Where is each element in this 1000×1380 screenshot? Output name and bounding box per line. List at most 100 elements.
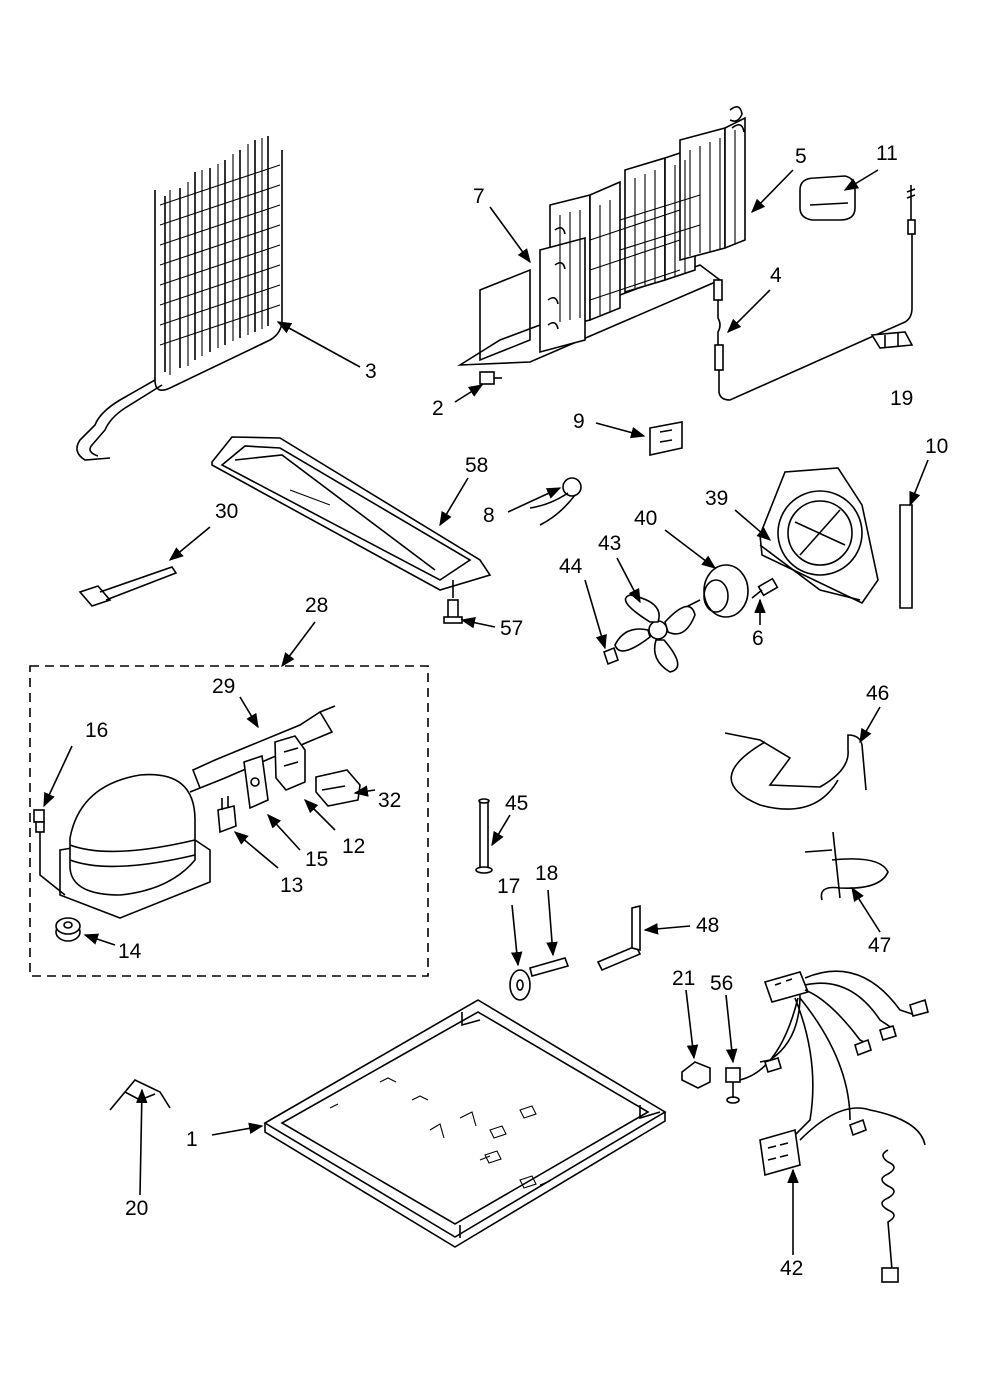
bolt-part-16 (33, 809, 45, 833)
grommet-part-14 (55, 917, 81, 942)
screw-part-2 (479, 371, 502, 385)
leader-17 (510, 904, 523, 967)
leader-46 (859, 706, 881, 744)
retainer-part-44 (603, 646, 619, 666)
label-20: 20 (125, 1197, 148, 1220)
label-12: 12 (342, 835, 365, 858)
condenser-coil-part (76, 136, 283, 461)
leader-30 (168, 526, 211, 561)
tubing-part-46 (724, 732, 867, 810)
leader-29 (239, 696, 259, 729)
clip-part-19 (870, 331, 914, 349)
seal-strip-part-10 (899, 504, 913, 609)
leader-1 (211, 1122, 264, 1136)
fan-blade-part-43 (614, 594, 696, 673)
leader-43 (616, 557, 641, 604)
label-18: 18 (535, 862, 558, 885)
label-42: 42 (780, 1257, 803, 1280)
roller-part-17 (509, 969, 531, 1001)
leader-2 (454, 384, 484, 403)
label-39: 39 (705, 487, 728, 510)
clip-part-20 (109, 1079, 171, 1111)
leader-8 (507, 487, 562, 513)
label-43: 43 (598, 532, 621, 555)
defrost-heater-part-4 (713, 185, 916, 401)
screw-part-6 (751, 577, 779, 599)
terminal-part-13 (217, 796, 237, 834)
leader-48 (643, 923, 691, 935)
base-frame-part-1 (263, 999, 667, 1248)
relay-part-15 (243, 754, 269, 810)
leader-11 (843, 169, 879, 191)
label-19: 19 (890, 387, 913, 410)
label-46: 46 (866, 682, 889, 705)
compressor-part (39, 773, 211, 919)
fan-motor-part-40 (687, 564, 749, 618)
leader-40 (664, 529, 717, 569)
overload-part-12 (274, 735, 306, 791)
sensor-part-8 (529, 477, 582, 526)
label-30: 30 (215, 500, 238, 523)
cable-tie-part-30 (78, 566, 178, 607)
label-15: 15 (305, 848, 328, 871)
leader-28 (281, 621, 316, 668)
label-16: 16 (85, 719, 108, 742)
drain-pan-part-58 (211, 436, 492, 591)
leader-20 (135, 1088, 148, 1196)
leader-21 (685, 989, 699, 1060)
tubing-part-47 (804, 831, 889, 901)
leader-13 (233, 831, 279, 869)
compressor-kit-group-28 (29, 665, 429, 977)
leader-12 (303, 798, 336, 831)
label-48: 48 (696, 914, 719, 937)
label-1: 1 (186, 1128, 198, 1151)
tube-part-48 (596, 904, 642, 972)
leader-45 (491, 814, 511, 847)
leader-47 (851, 886, 881, 933)
screw-part-56 (725, 1067, 741, 1104)
label-45: 45 (505, 792, 528, 815)
label-13: 13 (280, 874, 303, 897)
label-56: 56 (710, 972, 733, 995)
leader-16 (43, 745, 73, 808)
fan-shroud-part-39 (759, 467, 879, 605)
label-29: 29 (212, 675, 235, 698)
leader-3 (276, 321, 361, 368)
label-17: 17 (497, 875, 520, 898)
leader-5 (750, 169, 794, 214)
label-11: 11 (876, 142, 898, 165)
wire-harness-part-42 (739, 970, 929, 1283)
label-57: 57 (500, 617, 523, 640)
leader-7 (489, 206, 531, 264)
label-7: 7 (473, 185, 485, 208)
label-9: 9 (573, 410, 585, 433)
label-47: 47 (868, 934, 891, 957)
evaporator-part (457, 106, 746, 366)
label-3: 3 (365, 360, 377, 383)
bracket-part-9 (649, 421, 683, 456)
leader-10 (909, 459, 929, 507)
label-10: 10 (925, 435, 948, 458)
leader-44 (584, 579, 607, 650)
label-44: 44 (559, 555, 583, 578)
label-14: 14 (118, 940, 142, 963)
label-5: 5 (795, 145, 807, 168)
label-28: 28 (305, 594, 328, 617)
label-8: 8 (483, 504, 495, 527)
leader-4 (726, 289, 771, 334)
relay-cover-part-32 (315, 769, 361, 807)
pin-part-45 (475, 798, 493, 874)
label-40: 40 (634, 507, 657, 530)
leader-57 (460, 617, 496, 629)
leader-14 (83, 933, 116, 946)
leader-18 (546, 889, 558, 957)
leader-32 (353, 785, 376, 797)
label-2: 2 (432, 397, 444, 420)
leader-39 (734, 509, 772, 541)
cover-part-11 (799, 175, 856, 221)
leader-56 (725, 994, 738, 1064)
leader-9 (595, 422, 646, 439)
leader-58 (439, 477, 469, 527)
nut-part-21 (681, 1061, 711, 1089)
